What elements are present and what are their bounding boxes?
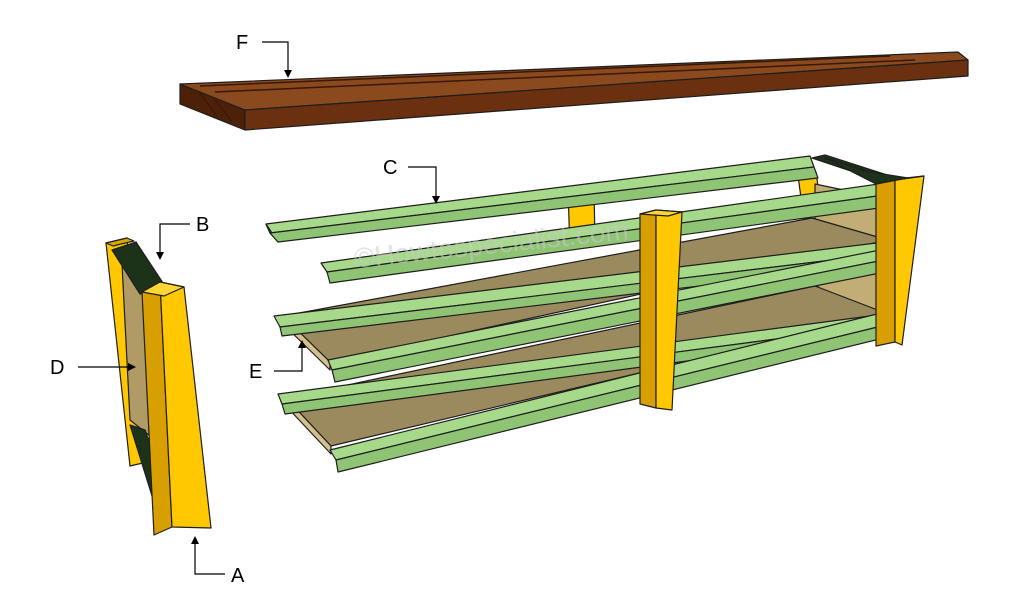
label-c: C — [383, 157, 397, 179]
label-d-group: D — [50, 357, 136, 379]
side-panel-assembly — [105, 237, 212, 536]
label-b: B — [196, 214, 209, 236]
label-e: E — [249, 361, 262, 383]
label-d: D — [50, 357, 64, 379]
label-f: F — [236, 32, 248, 54]
label-a: A — [231, 565, 245, 587]
label-e-group: E — [249, 340, 306, 383]
label-c-group: C — [383, 157, 440, 204]
label-a-group: A — [191, 536, 245, 587]
shelf-frame — [265, 154, 925, 473]
label-b-group: B — [156, 214, 209, 260]
label-f-group: F — [236, 32, 292, 78]
top-board — [179, 51, 969, 131]
